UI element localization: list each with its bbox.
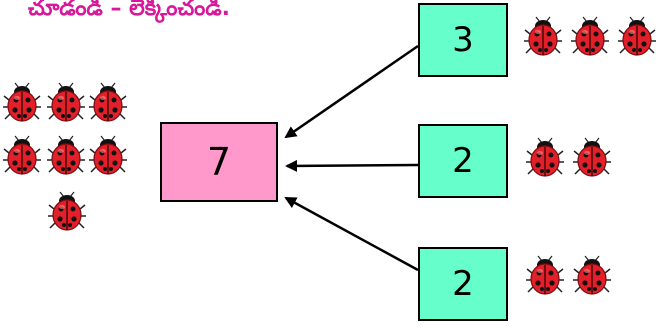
- sum-value: 7: [206, 140, 232, 184]
- ladybug-icon: [526, 255, 564, 295]
- ladybug-icon: [618, 16, 656, 56]
- part-value-3: 2: [452, 264, 474, 304]
- ladybug-icon: [3, 135, 41, 175]
- ladybug-icon: [47, 135, 85, 175]
- ladybug-icon: [573, 255, 611, 295]
- ladybug-icon: [571, 16, 609, 56]
- ladybug-icon: [573, 137, 611, 177]
- part-value-2: 2: [452, 141, 474, 181]
- ladybug-icon: [89, 135, 127, 175]
- ladybug-icon: [47, 82, 85, 122]
- arrow-from-part-3: [284, 196, 419, 272]
- part-box-2: 2: [418, 124, 508, 198]
- instruction-text: చూడండి – లెక్కించండి.: [28, 0, 230, 21]
- ladybug-icon: [526, 137, 564, 177]
- ladybug-icon: [524, 16, 562, 56]
- ladybug-icon: [89, 82, 127, 122]
- ladybug-icon: [3, 82, 41, 122]
- arrow-from-part-1: [284, 44, 419, 139]
- part-value-1: 3: [452, 20, 474, 60]
- part-box-1: 3: [418, 3, 508, 77]
- ladybug-icon: [48, 191, 86, 231]
- arrow-from-part-2: [285, 159, 419, 172]
- sum-box: 7: [160, 122, 278, 202]
- part-box-3: 2: [418, 247, 508, 321]
